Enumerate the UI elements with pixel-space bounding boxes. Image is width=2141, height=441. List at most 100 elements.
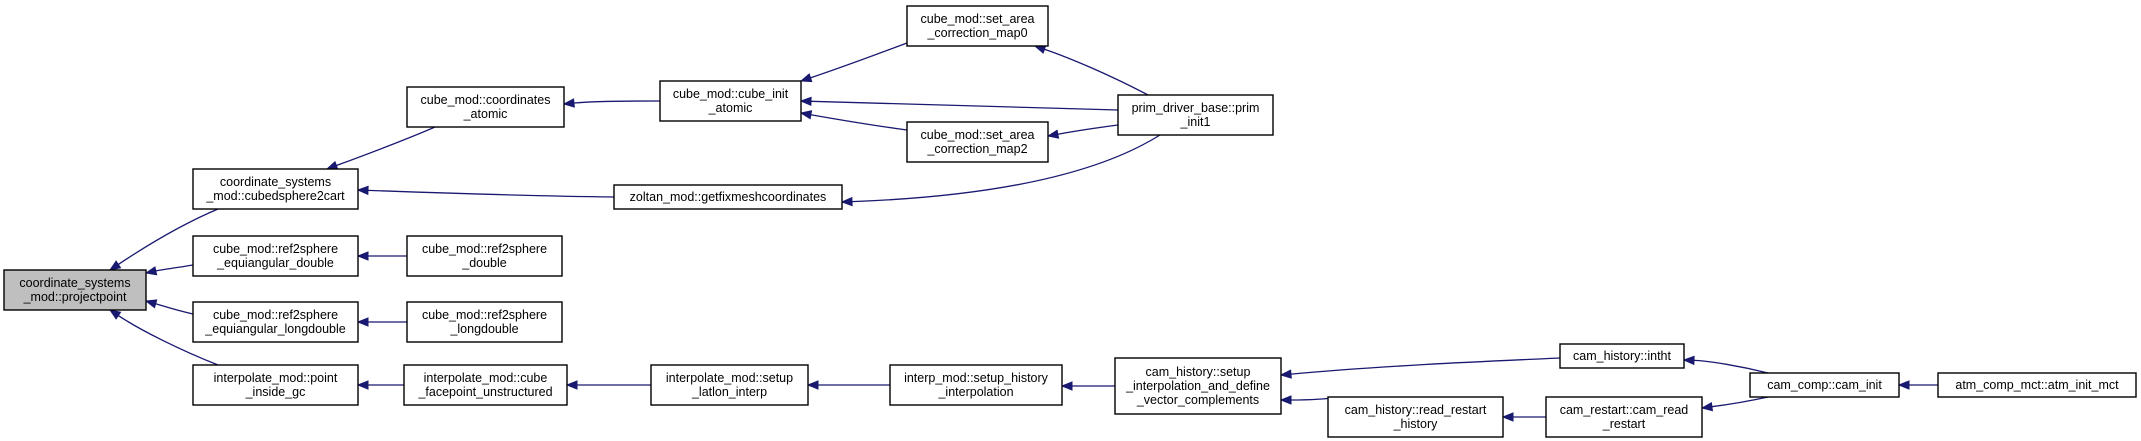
edge-setup_interp_define_vec-to-setup_history_interpolation [1060,381,1115,391]
node-projectpoint[interactable]: coordinate_systems_mod::projectpoint [3,269,147,311]
node-label-line: _init1 [1180,115,1211,129]
node-cube_init_atomic[interactable]: cube_mod::cube_init_atomic [659,80,802,122]
node-set_area_correction_map2[interactable]: cube_mod::set_area_correction_map2 [906,121,1049,163]
edge-line [1693,359,1769,374]
node-box [1937,372,2137,398]
node-box [406,235,563,277]
arrowhead-icon [356,380,369,390]
arrowhead-icon [1501,412,1514,422]
arrowhead-icon [565,380,578,390]
node-label-line: cam_restart::cam_read [1560,403,1689,417]
edge-line [367,189,615,198]
node-ref2sphere_longdouble[interactable]: cube_mod::ref2sphere_longdouble [406,301,563,343]
edge-line [810,100,1119,111]
edge-line [810,114,908,131]
edge-ref2sphere_longdouble-to-ref2sphere_ea_longdouble [356,317,407,327]
node-label-line: _atomic [708,101,753,115]
node-intht[interactable]: cam_history::intht [1559,343,1685,369]
edge-set_area_correction_map0-to-cube_init_atomic [799,42,908,83]
edge-getfixmeshcoordinates-to-cubedsphere2cart [356,185,615,198]
node-box [192,301,359,343]
edge-prim_init1-to-set_area_correction_map2 [1046,124,1119,139]
node-label-line: cube_mod::cube_init [673,87,789,101]
node-label-line: _mod::cubedsphere2cart [205,189,345,203]
node-box [406,86,565,128]
node-box [906,121,1049,163]
node-box [1117,94,1274,136]
edge-cam_read_restart-to-read_restart_history [1501,412,1547,422]
arrowhead-icon [1897,380,1910,390]
node-read_restart_history[interactable]: cam_history::read_restart_history [1327,396,1504,438]
edge-line [1057,124,1119,135]
arrowhead-icon [144,266,158,276]
node-prim_init1[interactable]: prim_driver_base::prim_init1 [1117,94,1274,136]
node-label-line: zoltan_mod::getfixmeshcoordinates [630,190,827,204]
node-label-line: interp_mod::setup_history [904,371,1049,385]
node-box [403,364,568,406]
node-label-line: interpolate_mod::setup [666,371,793,385]
node-box [613,184,843,210]
node-label-line: _latlon_interp [691,385,767,399]
node-setup_latlon_interp[interactable]: interpolate_mod::setup_latlon_interp [650,364,809,406]
node-label-line: prim_driver_base::prim [1132,101,1260,115]
node-box [1327,396,1504,438]
arrowhead-icon [356,251,369,261]
arrowhead-icon [325,160,339,170]
edge-line [117,315,219,366]
edge-set_area_correction_map2-to-cube_init_atomic [799,110,908,131]
edge-cam_init-to-intht [1682,355,1769,374]
node-label-line: cam_history::read_restart [1345,403,1487,417]
node-cam_read_restart[interactable]: cam_restart::cam_read_restart [1545,396,1703,438]
node-coordinates_atomic[interactable]: cube_mod::coordinates_atomic [406,86,565,128]
node-label-line: _correction_map0 [926,26,1027,40]
node-ref2sphere_ea_longdouble[interactable]: cube_mod::ref2sphere_equiangular_longdou… [192,301,359,343]
arrowhead-icon [144,299,158,309]
edge-prim_init1-to-set_area_correction_map0 [1033,44,1149,96]
node-cubedsphere2cart[interactable]: coordinate_systems_mod::cubedsphere2cart [192,168,359,210]
arrowhead-icon [1682,355,1695,366]
edge-cubedsphere2cart-to-projectpoint [108,208,219,271]
node-cube_facepoint_unstructured[interactable]: interpolate_mod::cube_facepoint_unstruct… [403,364,568,406]
node-cam_init[interactable]: cam_comp::cam_init [1749,372,1900,398]
node-setup_interp_define_vec[interactable]: cam_history::setup_interpolation_and_def… [1114,357,1282,415]
edge-line [336,126,436,167]
node-label-line: _restart [1602,417,1646,431]
edge-prim_init1-to-cube_init_atomic [799,96,1119,111]
arrowhead-icon [1279,369,1292,379]
node-label-line: cam_history::intht [1573,349,1671,363]
arrowhead-icon [356,317,369,327]
edge-intht-to-setup_interp_define_vec [1279,357,1561,379]
node-label-line: cam_history::setup [1146,365,1251,379]
node-label-line: cube_mod::ref2sphere [213,308,338,322]
node-label-line: _interpolation [937,385,1013,399]
node-set_area_correction_map0[interactable]: cube_mod::set_area_correction_map0 [906,5,1049,47]
edge-coordinates_atomic-to-cubedsphere2cart [325,126,436,170]
node-label-line: cube_mod::ref2sphere [422,242,547,256]
node-label-line: cam_comp::cam_init [1767,378,1882,392]
arrowhead-icon [562,98,575,108]
node-ref2sphere_ea_double[interactable]: cube_mod::ref2sphere_equiangular_double [192,235,359,277]
edge-line [155,303,194,315]
node-label-line: cube_mod::ref2sphere [213,242,338,256]
edge-ref2sphere_ea_longdouble-to-projectpoint [144,299,194,315]
node-point_inside_gc[interactable]: interpolate_mod::point_inside_gc [192,364,359,406]
node-box [1114,357,1282,415]
node-box [1749,372,1900,398]
node-ref2sphere_double[interactable]: cube_mod::ref2sphere_double [406,235,563,277]
arrowhead-icon [1046,129,1060,139]
node-label-line: cube_mod::set_area [921,128,1035,142]
node-label-line: _interpolation_and_define [1125,379,1270,393]
edge-line [1290,357,1561,375]
node-label-line: _atomic [463,107,508,121]
node-box [906,5,1049,47]
node-label-line: _inside_gc [245,385,306,399]
arrowhead-icon [108,260,122,271]
node-box [192,235,359,277]
node-setup_history_interpolation[interactable]: interp_mod::setup_history_interpolation [889,364,1063,406]
node-atm_init_mct[interactable]: atm_comp_mct::atm_init_mct [1937,372,2137,398]
edge-line [117,208,219,265]
edges-layer [108,42,1938,422]
node-getfixmeshcoordinates[interactable]: zoltan_mod::getfixmeshcoordinates [613,184,843,210]
node-label-line: _double [461,256,507,270]
